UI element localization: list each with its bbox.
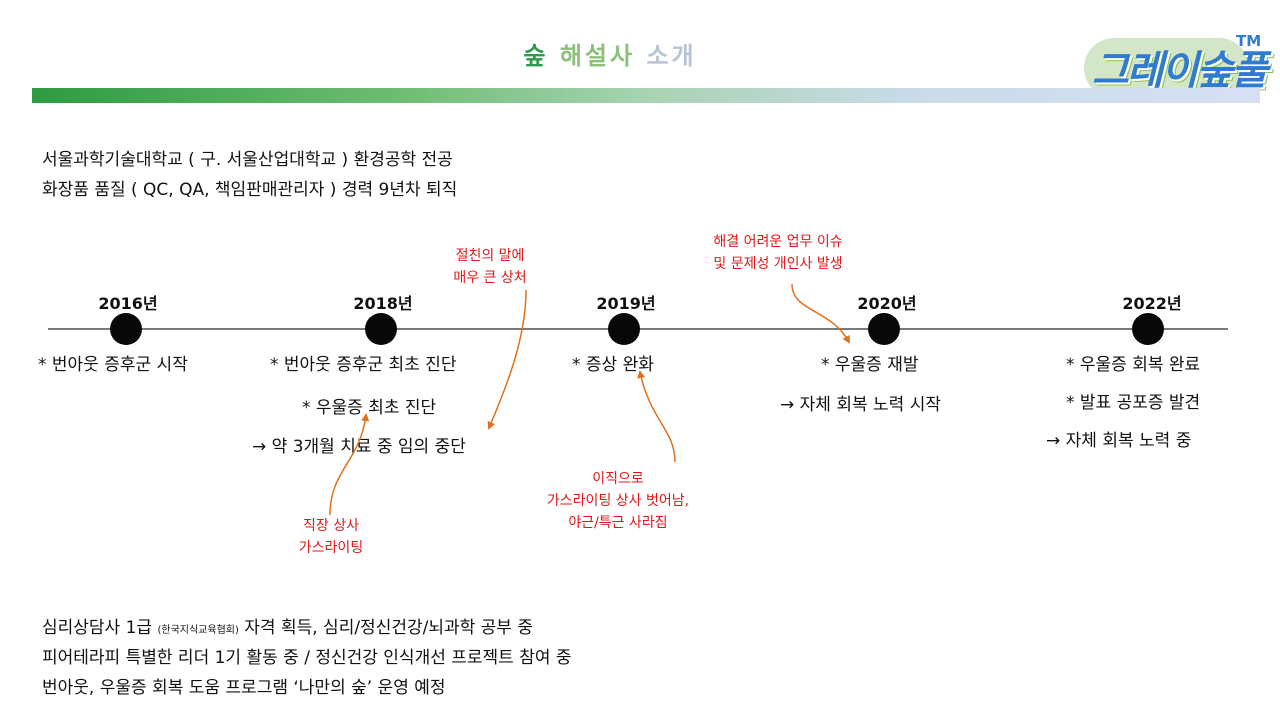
note-line: 매우 큰 상처 bbox=[453, 270, 527, 286]
timeline-dot-2022 bbox=[1132, 313, 1164, 345]
note-line: 및 문제성 개인사 발생 bbox=[713, 256, 843, 272]
event-2019-symptom-relief: * 증상 완화 bbox=[572, 355, 654, 375]
title-gradient-bar bbox=[32, 88, 1260, 103]
certification-issuer: (한국지식교육협회) bbox=[157, 625, 239, 636]
note-line: 이직으로 bbox=[592, 471, 644, 487]
title-part-3: 소개 bbox=[646, 42, 697, 70]
note-line: 가스라이팅 bbox=[298, 540, 364, 556]
note-friend-hurt: 절친의 말에 매우 큰 상처 bbox=[453, 245, 526, 289]
event-2018-treatment-stop: → 약 3개월 치료 중 임의 중단 bbox=[252, 437, 466, 457]
event-2018-depression-diagnosis: * 우울증 최초 진단 bbox=[302, 398, 437, 418]
year-label-2022: 2022년 bbox=[1122, 294, 1182, 313]
year-label-2020: 2020년 bbox=[857, 294, 917, 313]
note-line: 절친의 말에 bbox=[455, 248, 525, 264]
year-label-2018: 2018년 bbox=[353, 294, 413, 313]
certification-title: 심리상담사 1급 bbox=[42, 618, 153, 638]
arrow-issue-to-2020 bbox=[791, 283, 850, 344]
title-part-1: 숲 bbox=[523, 42, 549, 70]
bio-education: 서울과학기술대학교 ( 구. 서울산업대학교 ) 환경공학 전공 bbox=[42, 150, 453, 170]
note-job-change: 이직으로 가스라이팅 상사 벗어남, 야근/특근 사라짐 bbox=[547, 468, 689, 534]
bottom-line-activities: 피어테라피 특별한 리더 1기 활동 중 / 정신건강 인식개선 프로젝트 참여… bbox=[42, 648, 572, 668]
event-2018-burnout-diagnosis: * 번아웃 증후군 최초 진단 bbox=[270, 355, 457, 375]
event-2022-ongoing-recovery: → 자체 회복 노력 중 bbox=[1046, 431, 1192, 451]
year-label-2016: 2016년 bbox=[98, 294, 158, 313]
event-2020-relapse: * 우울증 재발 bbox=[821, 355, 919, 375]
title-part-2: 해설사 bbox=[559, 42, 636, 70]
bio-career: 화장품 품질 ( QC, QA, 책임판매관리자 ) 경력 9년차 퇴직 bbox=[42, 180, 458, 200]
page-title: 숲 해설사 소개 bbox=[0, 36, 1220, 71]
note-work-issue: 해결 어려운 업무 이슈 및 문제성 개인사 발생 bbox=[713, 231, 842, 275]
note-line: 야근/특근 사라짐 bbox=[568, 515, 668, 531]
timeline-dot-2018 bbox=[365, 313, 397, 345]
timeline-dot-2016 bbox=[110, 313, 142, 345]
event-2022-presentation-phobia: * 발표 공포증 발견 bbox=[1066, 393, 1201, 413]
event-2020-self-recovery: → 자체 회복 노력 시작 bbox=[780, 395, 941, 415]
year-label-2019: 2019년 bbox=[596, 294, 656, 313]
note-line: 해결 어려운 업무 이슈 bbox=[713, 234, 843, 250]
arrow-friend-to-treatment-stop bbox=[487, 289, 527, 430]
certification-detail: 자격 획득, 심리/정신건강/뇌과학 공부 중 bbox=[244, 618, 533, 638]
logo-text: 그레이숲풀 bbox=[1092, 48, 1268, 94]
timeline-dot-2020 bbox=[868, 313, 900, 345]
bottom-line-certification: 심리상담사 1급 (한국지식교육협회) 자격 획득, 심리/정신건강/뇌과학 공… bbox=[42, 613, 533, 638]
arrow-boss-to-depression bbox=[329, 413, 370, 516]
bottom-line-program: 번아웃, 우울증 회복 도움 프로그램 ‘나만의 숲’ 운영 예정 bbox=[42, 678, 446, 698]
note-boss-gaslighting: 직장 상사 가스라이팅 bbox=[299, 515, 363, 559]
timeline-dot-2019 bbox=[608, 313, 640, 345]
note-line: 직장 상사 bbox=[303, 518, 359, 534]
logo-trademark: TM bbox=[1236, 32, 1262, 50]
arrow-job-to-relief bbox=[637, 370, 676, 463]
note-line: 가스라이팅 상사 벗어남, bbox=[546, 493, 690, 509]
event-2016-burnout-start: * 번아웃 증후군 시작 bbox=[38, 355, 188, 375]
event-2022-recovery-complete: * 우울증 회복 완료 bbox=[1066, 355, 1201, 375]
